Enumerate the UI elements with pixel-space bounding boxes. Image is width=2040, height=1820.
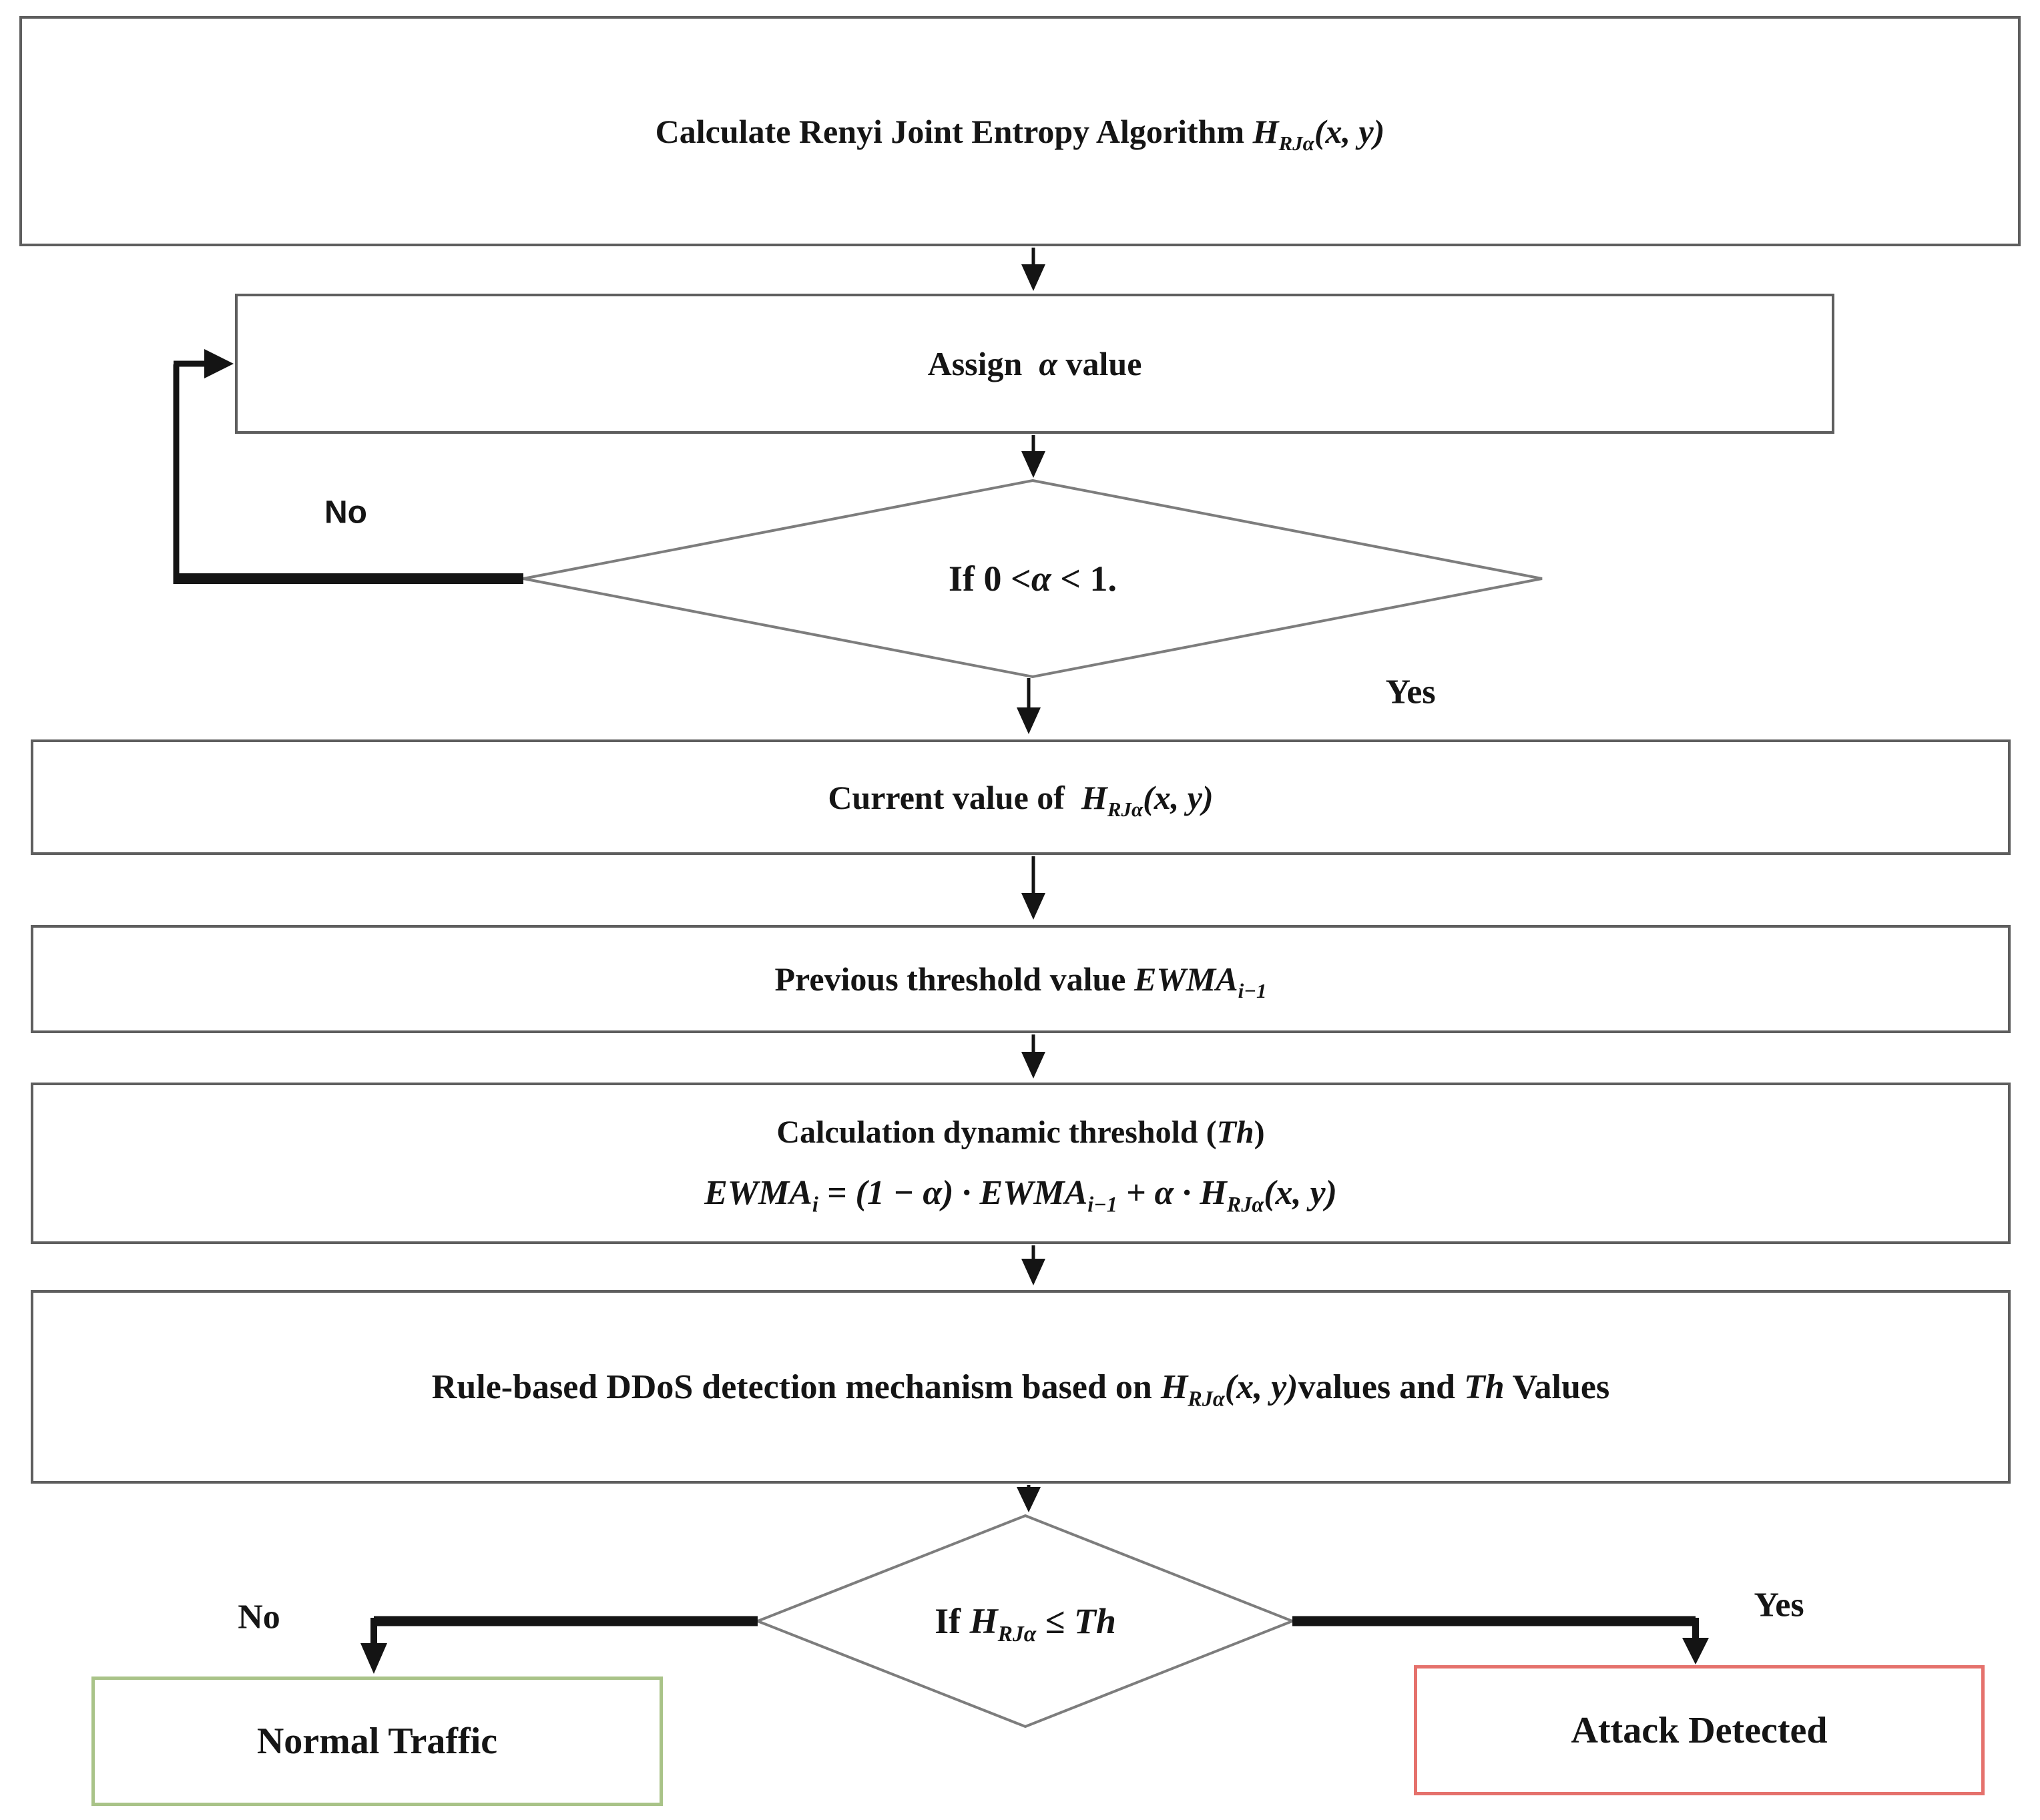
previous-threshold-label: Previous threshold value EWMAi−1 — [774, 960, 1267, 1002]
alpha-yes-label: Yes — [1385, 673, 1436, 711]
current-value-box: Current value of HRJα(x, y) — [31, 739, 2011, 855]
final-decision-label: If HRJα ≤ Th — [935, 1601, 1116, 1646]
arrow-current-to-previous — [1021, 856, 1045, 920]
attack-detected-box: Attack Detected — [1414, 1665, 1985, 1795]
alpha-no-label: No — [324, 495, 367, 531]
assign-alpha-label: Assign α value — [927, 345, 1142, 382]
rule-based-detection-label: Rule-based DDoS detection mechanism base… — [431, 1368, 1610, 1410]
arrow-assign-to-alpha-decision — [1021, 435, 1045, 478]
final-decision-shape — [754, 1514, 1296, 1729]
arrow-title-to-assign — [1021, 248, 1045, 291]
arrow-alpha-decision-to-current — [1017, 678, 1041, 734]
no-feedback-path — [173, 349, 523, 584]
final-no-path — [360, 1616, 758, 1674]
assign-alpha-box: Assign α value — [235, 294, 1834, 434]
final-no-label: No — [238, 1598, 280, 1636]
dynamic-threshold-title: Calculation dynamic threshold (Th) — [776, 1115, 1265, 1150]
normal-traffic-label: Normal Traffic — [256, 1721, 498, 1762]
arrow-previous-to-threshold — [1021, 1034, 1045, 1079]
final-yes-label: Yes — [1754, 1586, 1804, 1624]
arrow-rule-to-final-decision — [1017, 1485, 1041, 1512]
rule-based-detection-box: Rule-based DDoS detection mechanism base… — [31, 1290, 2011, 1484]
current-value-label: Current value of HRJα(x, y) — [828, 778, 1214, 821]
ewma-formula: EWMAi = (1 − α) · EWMAi−1 + α · HRJα(x, … — [704, 1174, 1337, 1217]
previous-threshold-box: Previous threshold value EWMAi−1 — [31, 925, 2011, 1033]
attack-detected-label: Attack Detected — [1571, 1709, 1828, 1751]
alpha-decision-shape — [523, 479, 1543, 679]
dynamic-threshold-box: Calculation dynamic threshold (Th) EWMAi… — [31, 1083, 2011, 1244]
arrow-threshold-to-rule — [1021, 1245, 1045, 1285]
calculate-entropy-label: Calculate Renyi Joint Entropy Algorithm … — [655, 112, 1385, 155]
calculate-entropy-box: Calculate Renyi Joint Entropy Algorithm … — [19, 16, 2021, 246]
normal-traffic-box: Normal Traffic — [91, 1677, 663, 1806]
alpha-decision-label: If 0 <α < 1. — [949, 559, 1117, 599]
final-yes-path — [1292, 1616, 1709, 1664]
